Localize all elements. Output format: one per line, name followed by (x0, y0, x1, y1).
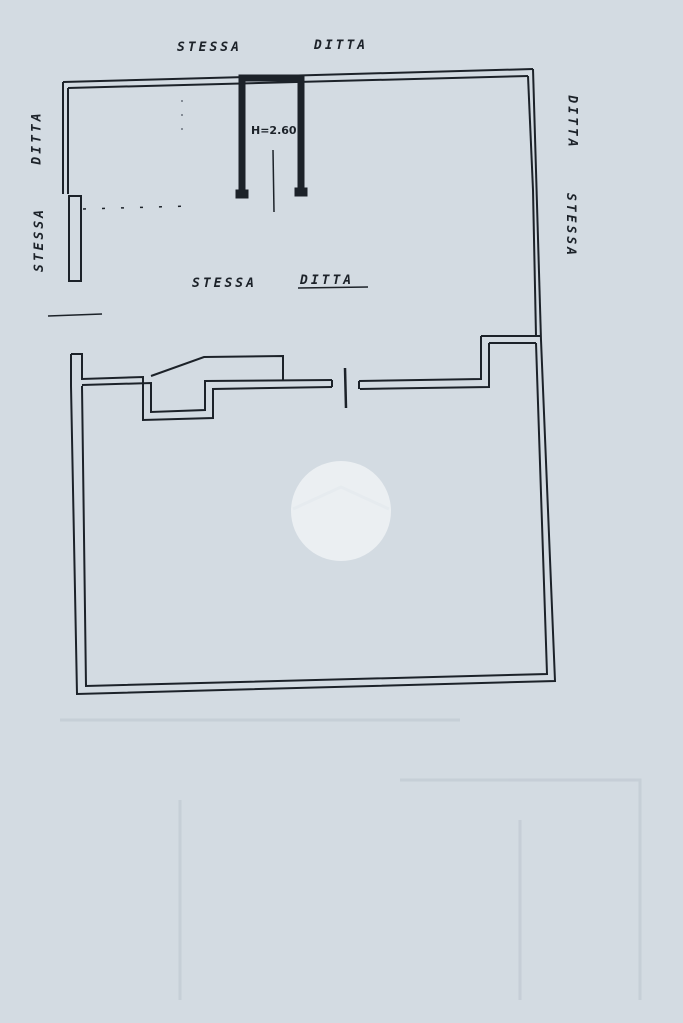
top-label-left: STESSA (177, 40, 242, 55)
left-label-bottom: STESSA (31, 207, 47, 272)
left-step-wall (70, 353, 333, 422)
watermark-badge (291, 461, 391, 561)
left-marker-line (47, 313, 103, 317)
door-jamb (343, 367, 348, 409)
center-label-right: DITTA (300, 273, 355, 288)
house-roof-icon (292, 485, 390, 511)
column-divider (272, 149, 275, 213)
lower-room-walls (70, 339, 557, 696)
left-label-top: DITTA (29, 110, 45, 165)
top-label-right: DITTA (314, 38, 369, 53)
bleed-through-drawing (60, 718, 642, 1000)
central-columns (235, 74, 308, 199)
dashed-indicator (82, 205, 191, 210)
right-label-top: DITTA (564, 95, 580, 150)
right-step-wall (358, 335, 541, 390)
right-label-bottom: STESSA (562, 193, 578, 258)
center-label-underline (297, 286, 369, 289)
center-label-left: STESSA (192, 276, 257, 291)
ceiling-height-label: H=2.60 (251, 124, 297, 137)
